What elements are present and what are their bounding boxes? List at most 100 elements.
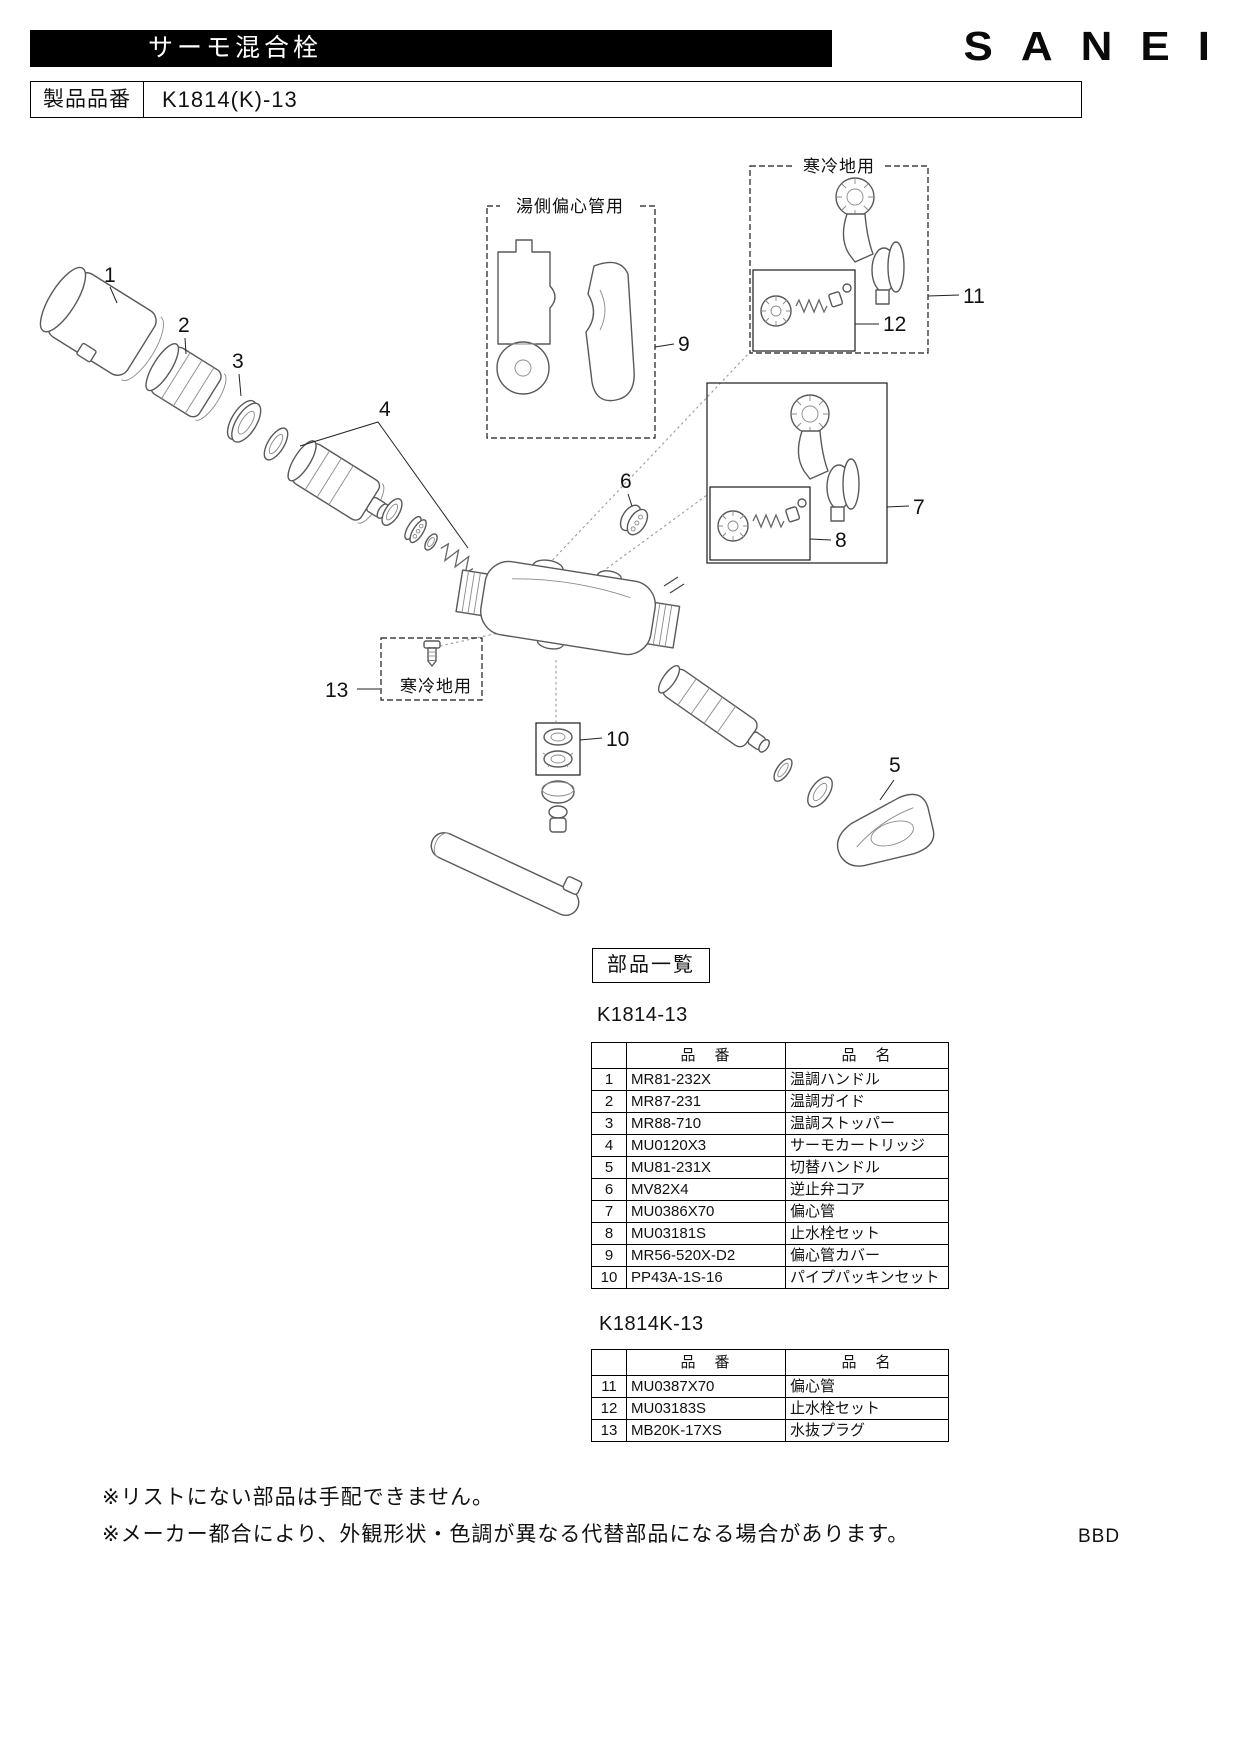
part-diverter-nut bbox=[807, 776, 833, 808]
row-no: 2 bbox=[591, 1090, 627, 1113]
product-number-label: 製品品番 bbox=[31, 82, 144, 117]
row-part: MU0387X70 bbox=[626, 1375, 786, 1398]
part-diverter-cartridge bbox=[657, 665, 770, 753]
row-name: 温調ハンドル bbox=[785, 1068, 949, 1091]
row-name: 逆止弁コア bbox=[785, 1178, 949, 1201]
cold-region-pipe-box bbox=[749, 165, 929, 354]
col-part-header: 品 番 bbox=[626, 1042, 786, 1069]
row-no: 10 bbox=[591, 1266, 627, 1289]
row-no: 4 bbox=[591, 1134, 627, 1157]
cold-stop-valve-box bbox=[752, 269, 856, 352]
eccentric-pipe-box bbox=[706, 382, 888, 564]
leader-3 bbox=[238, 373, 242, 397]
col-no-header bbox=[591, 1349, 627, 1376]
row-name: 偏心管 bbox=[785, 1200, 949, 1223]
row-part: MR81-232X bbox=[626, 1068, 786, 1091]
leader-5 bbox=[879, 779, 895, 801]
hot-side-cover-label: 湯側偏心管用 bbox=[516, 197, 624, 216]
product-number-value: K1814(K)-13 bbox=[162, 87, 298, 112]
row-name: 温調ストッパー bbox=[785, 1112, 949, 1135]
part-thermo-cartridge bbox=[287, 440, 389, 524]
parts-list-heading: 部品一覧 bbox=[592, 948, 710, 983]
hot-side-cover-label-bg bbox=[500, 196, 640, 216]
part-temp-guide bbox=[145, 343, 227, 421]
callout-9: 9 bbox=[678, 333, 690, 356]
part-spout-ring bbox=[548, 805, 568, 819]
callout-11: 11 bbox=[963, 285, 985, 308]
row-name: 温調ガイド bbox=[785, 1090, 949, 1113]
leader-6 bbox=[627, 493, 633, 507]
callout-4: 4 bbox=[379, 398, 391, 421]
row-no: 8 bbox=[591, 1222, 627, 1245]
title-bar: サーモ混合栓 bbox=[30, 30, 832, 67]
row-part: MR56-520X-D2 bbox=[626, 1244, 786, 1267]
leader-11 bbox=[927, 294, 960, 297]
row-no: 6 bbox=[591, 1178, 627, 1201]
drain-plug-label-bg bbox=[394, 677, 478, 696]
row-part: MV82X4 bbox=[626, 1178, 786, 1201]
leader-8 bbox=[809, 538, 832, 541]
row-no: 13 bbox=[591, 1419, 627, 1442]
row-name: 偏心管 bbox=[785, 1375, 949, 1398]
cold-region-upper-label: 寒冷地用 bbox=[803, 157, 875, 176]
pipe-break-mark bbox=[663, 576, 685, 594]
row-no: 1 bbox=[591, 1068, 627, 1091]
part-valve-body bbox=[455, 559, 681, 656]
cold-region-label-bg bbox=[794, 156, 884, 176]
part-pipe-packing-set bbox=[542, 728, 574, 768]
part-diverter-handle bbox=[836, 793, 935, 867]
part-perforated-disc bbox=[404, 515, 427, 544]
part-temp-handle bbox=[39, 266, 164, 381]
dotted-connector-body-to-pipe bbox=[579, 494, 708, 589]
cold-region-plug-label: 寒冷地用 bbox=[400, 677, 472, 696]
callout-8: 8 bbox=[835, 529, 847, 552]
row-no: 11 bbox=[591, 1375, 627, 1398]
product-number-row: 製品品番 K1814(K)-13 bbox=[30, 81, 1082, 118]
part-cover-left bbox=[496, 239, 556, 395]
part-spout-nut bbox=[541, 780, 575, 804]
row-part: MR87-231 bbox=[626, 1090, 786, 1113]
part-spout-connector bbox=[549, 817, 567, 833]
col-no-header bbox=[591, 1042, 627, 1069]
part-o-ring-1 bbox=[263, 427, 289, 461]
row-no: 12 bbox=[591, 1397, 627, 1420]
row-name: 偏心管カバー bbox=[785, 1244, 949, 1267]
part-temp-stopper bbox=[226, 399, 262, 443]
page-title: サーモ混合栓 bbox=[148, 34, 323, 62]
part-diverter-o-ring bbox=[773, 758, 793, 782]
row-no: 9 bbox=[591, 1244, 627, 1267]
part-eccentric-pipe-cold bbox=[835, 177, 905, 305]
col-part-header: 品 番 bbox=[626, 1349, 786, 1376]
row-part: MU81-231X bbox=[626, 1156, 786, 1179]
row-part: MU0120X3 bbox=[626, 1134, 786, 1157]
leader-10 bbox=[579, 737, 603, 741]
part-small-ring bbox=[424, 533, 438, 551]
row-name: サーモカートリッジ bbox=[785, 1134, 949, 1157]
row-name: 止水栓セット bbox=[785, 1397, 949, 1420]
row-name: 切替ハンドル bbox=[785, 1156, 949, 1179]
row-name: 止水栓セット bbox=[785, 1222, 949, 1245]
table-header-row: 品 番 品 名 bbox=[591, 1042, 949, 1069]
table-header-row: 品 番 品 名 bbox=[591, 1349, 949, 1376]
col-name-header: 品 名 bbox=[785, 1042, 949, 1069]
brand-logo: SANEI bbox=[963, 24, 1238, 70]
dotted-connector-body-to-cold-pipe bbox=[544, 351, 751, 569]
row-name: パイプパッキンセット bbox=[785, 1266, 949, 1289]
document-code: BBD bbox=[1078, 1526, 1121, 1547]
part-drain-plug bbox=[423, 640, 441, 667]
pipe-packing-box bbox=[535, 722, 581, 776]
